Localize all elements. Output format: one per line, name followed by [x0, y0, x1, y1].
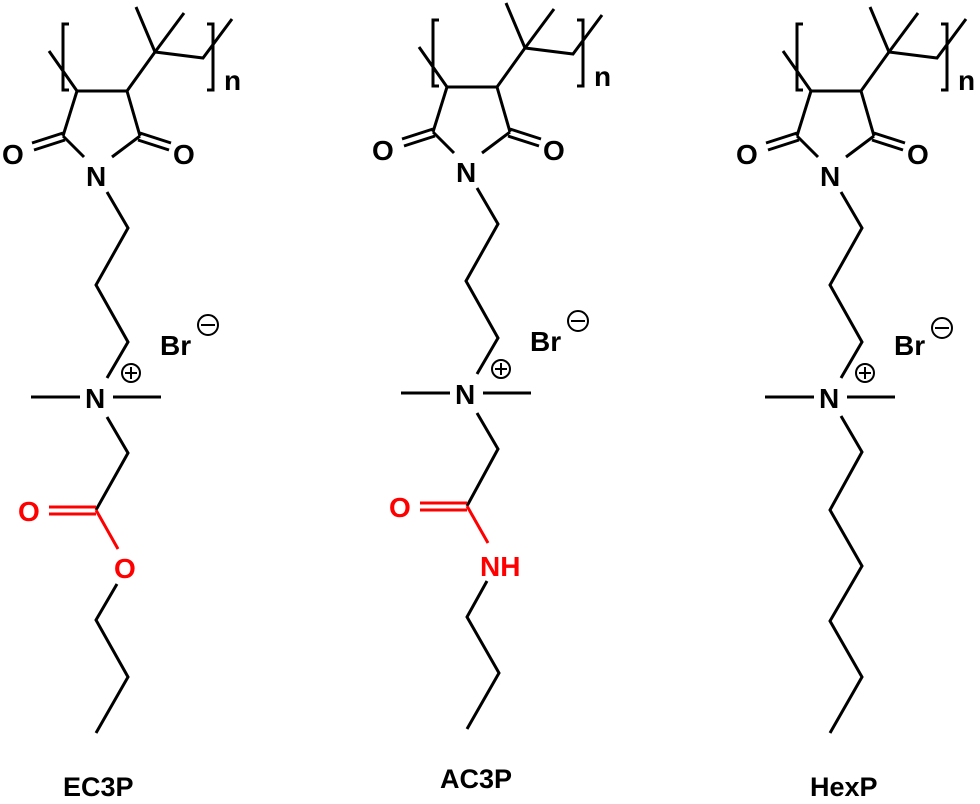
minus-charge-icon: [931, 317, 953, 339]
cation-n: N: [85, 383, 105, 414]
minus-charge-icon: [197, 314, 219, 336]
bromide-counterion: Br: [530, 310, 589, 357]
carbonyl-o-right: O: [543, 135, 565, 166]
methylene-linker: [94, 416, 130, 511]
ester-linker-o: O: [114, 553, 136, 584]
propyl-tail: [465, 580, 501, 730]
repeat-subscript: n: [594, 61, 611, 92]
structure-label: EC3P: [63, 772, 134, 802]
carbonyl-o-left: O: [736, 139, 758, 170]
methylene-linker: [465, 412, 500, 507]
propyl-linker: [464, 187, 500, 375]
structure-ac3p: n O O N N Br: [372, 2, 611, 794]
propyl-linker: [828, 191, 864, 379]
structure-label: AC3P: [440, 764, 512, 794]
left-bracket: [795, 22, 803, 92]
cation-n: N: [819, 383, 839, 414]
succinimide-ring: O O N: [372, 86, 565, 188]
amide-nh: NH: [480, 551, 520, 582]
plus-charge-icon: [121, 363, 141, 383]
carbonyl-o-left: O: [2, 139, 24, 170]
structure-label: HexP: [810, 772, 878, 802]
ester-group: O O: [18, 496, 136, 584]
bromide-counterion: Br: [160, 314, 219, 361]
hexyl-tail: [828, 415, 864, 734]
imide-n: N: [86, 161, 106, 192]
right-bracket: [941, 22, 949, 92]
carbonyl-o-right: O: [173, 139, 195, 170]
left-bracket: [61, 22, 69, 92]
right-bracket: [577, 18, 585, 88]
amide-carbonyl-o: O: [389, 492, 411, 523]
left-bracket: [431, 18, 439, 88]
plus-charge-icon: [491, 359, 511, 379]
plus-charge-icon: [855, 363, 875, 383]
polymer-backbone: n: [417, 2, 611, 92]
propyl-linker: [94, 191, 130, 379]
quaternary-ammonium: N: [401, 359, 531, 410]
bromide-label: Br: [160, 330, 191, 361]
imide-n: N: [820, 161, 840, 192]
carbonyl-o-left: O: [372, 135, 394, 166]
bromide-counterion: Br: [894, 317, 953, 361]
amide-group: O NH: [389, 492, 520, 582]
quaternary-ammonium: N: [765, 363, 895, 414]
polymer-backbone: n: [781, 6, 975, 96]
cation-n: N: [455, 379, 475, 410]
polymer-backbone: n: [47, 6, 241, 96]
bromide-label: Br: [530, 326, 561, 357]
bromide-label: Br: [894, 330, 925, 361]
repeat-subscript: n: [224, 65, 241, 96]
propyl-tail: [94, 583, 130, 734]
succinimide-ring: O O N: [736, 90, 929, 192]
imide-n: N: [456, 157, 476, 188]
quaternary-ammonium: N: [31, 363, 161, 414]
minus-charge-icon: [567, 310, 589, 332]
succinimide-ring: O O N: [2, 90, 195, 192]
repeat-subscript: n: [958, 65, 975, 96]
structure-hexp: n O O N N Br: [736, 6, 975, 802]
structure-ec3p: n O O N N: [2, 6, 241, 802]
ester-carbonyl-o: O: [18, 496, 40, 527]
right-bracket: [207, 22, 215, 92]
carbonyl-o-right: O: [907, 139, 929, 170]
